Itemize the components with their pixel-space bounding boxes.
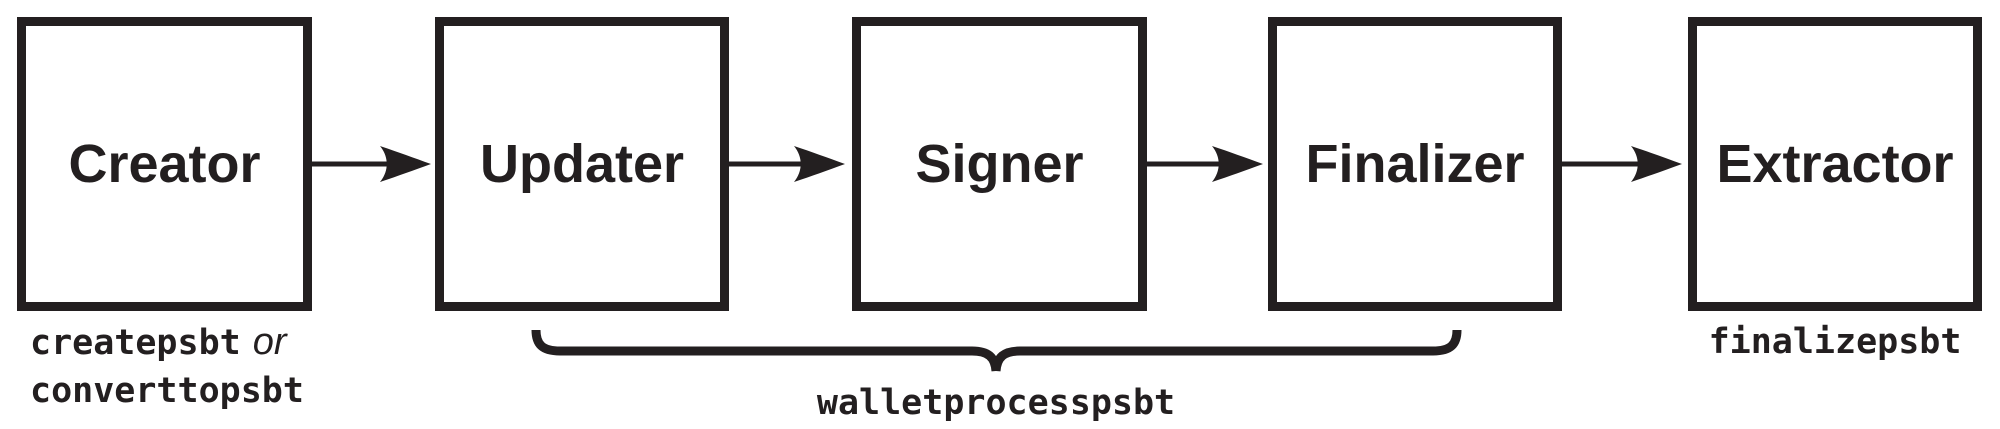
caption-creator-line2: converttopsbt [30,367,304,415]
caption-converttopsbt: converttopsbt [30,371,304,411]
box-creator: Creator [17,17,312,311]
arrow-right-icon-signer-to-finalizer [1147,146,1263,182]
caption-or: or [252,321,287,363]
caption-creator-commands: createpsbt or converttopsbt [30,318,304,415]
brace-walletprocesspsbt [531,329,1462,372]
box-extractor-label: Extractor [1716,134,1954,194]
box-updater-label: Updater [479,134,685,194]
box-extractor: Extractor [1688,17,1982,311]
box-signer-label: Signer [915,134,1084,194]
arrow-right-icon-finalizer-to-extractor [1562,146,1682,182]
box-finalizer-label: Finalizer [1305,134,1525,194]
box-signer: Signer [852,17,1147,311]
caption-creator-line1: createpsbt or [30,318,304,367]
arrow-right-icon-creator-to-updater [312,146,431,182]
box-updater: Updater [435,17,729,311]
caption-finalizepsbt: finalizepsbt [1708,322,1962,362]
caption-walletprocesspsbt: walletprocesspsbt [816,383,1176,423]
caption-createpsbt: createpsbt [30,323,241,363]
box-finalizer: Finalizer [1268,17,1562,311]
box-creator-label: Creator [68,134,261,194]
arrow-right-icon-updater-to-signer [729,146,845,182]
